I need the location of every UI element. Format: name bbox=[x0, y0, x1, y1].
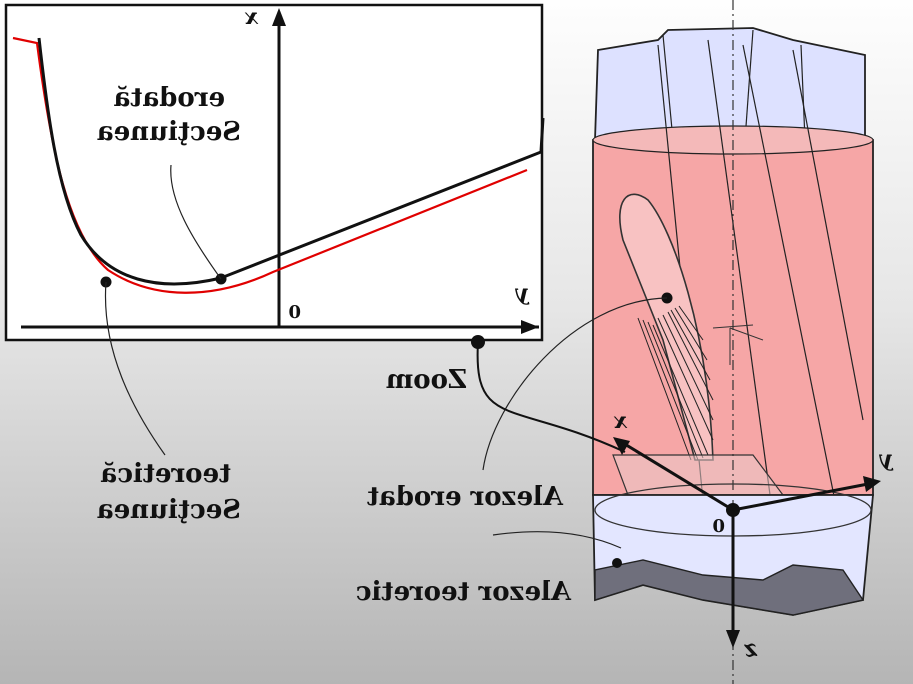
eroded-section-label-line2: erodată bbox=[113, 83, 225, 113]
eroded-tool-leader bbox=[482, 297, 668, 471]
theoretical-reamer-label: Alezor teoretic bbox=[356, 577, 572, 607]
hatch-lines bbox=[637, 305, 714, 461]
theoretical-section-label-line2: teoretică bbox=[100, 459, 231, 489]
zoom-marker bbox=[471, 335, 485, 349]
eroded-profile-curve bbox=[37, 37, 545, 286]
zoom-axis-x-label: x bbox=[244, 4, 259, 30]
eroded-leader-line bbox=[170, 164, 222, 280]
zoom-y-axis-arrow bbox=[521, 320, 539, 334]
reamer-tool bbox=[471, 0, 881, 684]
theoretical-tool-leader bbox=[492, 531, 622, 549]
theoretical-leader-line bbox=[104, 281, 166, 456]
zoom-label: Zoom bbox=[386, 365, 467, 395]
tool-axis-x-label: x bbox=[613, 408, 628, 434]
theoretical-section-label-line1: Secţiunea bbox=[97, 495, 241, 525]
tool-axis-y-label: y bbox=[878, 446, 894, 472]
theoretical-reamer-top bbox=[594, 27, 866, 141]
labels: x y 0 Secţiunea erodată Secţiunea teoret… bbox=[97, 4, 894, 662]
zoom-leader-line bbox=[476, 341, 626, 453]
zoom-panel-frame bbox=[4, 3, 544, 342]
zoom-axis-y-label: y bbox=[514, 280, 530, 306]
zoom-origin-label: 0 bbox=[288, 302, 301, 323]
eroded-insert bbox=[619, 193, 714, 461]
eroded-reamer-label: Alezor erodat bbox=[367, 482, 564, 512]
tool-y-axis bbox=[732, 482, 869, 512]
zoom-x-axis-arrow bbox=[272, 8, 286, 26]
zoom-panel bbox=[4, 3, 545, 456]
eroded-section-label-line1: Secţiunea bbox=[97, 117, 241, 147]
tool-axis-z-label: z bbox=[744, 636, 758, 662]
tool-x-axis bbox=[622, 441, 734, 512]
tool-origin-label: 0 bbox=[712, 516, 725, 537]
